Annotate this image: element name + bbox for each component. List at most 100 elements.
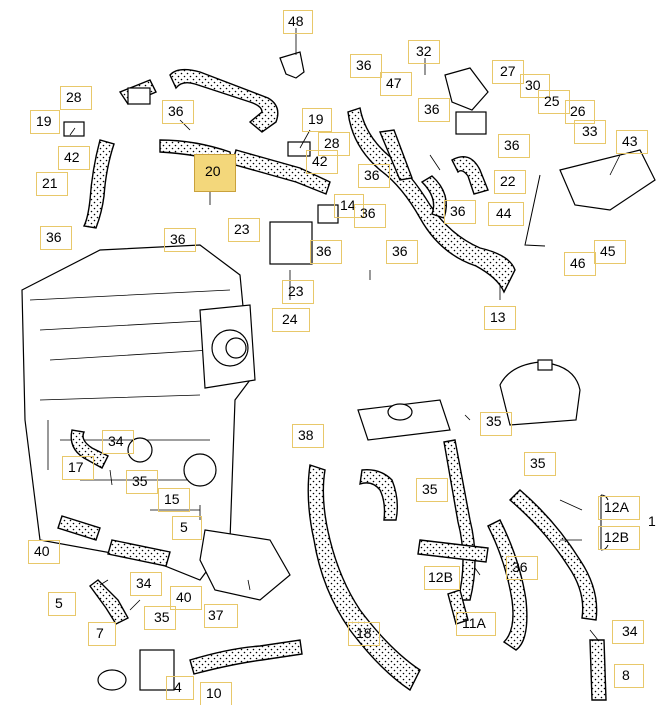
label-24: 24 [282, 311, 298, 327]
label-box [444, 200, 476, 224]
label-12B: 12B [604, 529, 629, 545]
label-36: 36 [512, 559, 528, 575]
label-4: 4 [174, 679, 182, 695]
label-box [594, 240, 626, 264]
label-box [614, 664, 644, 688]
label-13: 13 [490, 309, 506, 325]
label-7: 7 [96, 625, 104, 641]
label-12A: 12A [604, 499, 629, 515]
label-box [228, 218, 260, 242]
label-box [166, 676, 194, 700]
label-box [484, 306, 516, 330]
label-box [310, 240, 342, 264]
oring-circle [127, 437, 153, 463]
label-42: 42 [64, 149, 80, 165]
label-45: 45 [600, 243, 616, 259]
label-box [126, 470, 158, 494]
label-36: 36 [504, 137, 520, 153]
label-box [162, 100, 194, 124]
label-34: 34 [108, 433, 124, 449]
label-box [408, 40, 440, 64]
label-box [348, 622, 380, 646]
label-47: 47 [386, 75, 402, 91]
label-8: 8 [622, 667, 630, 683]
label-box [36, 172, 68, 196]
label-40: 40 [34, 543, 50, 559]
label-box [28, 540, 60, 564]
label-box [164, 228, 196, 252]
label-box [616, 130, 648, 154]
highlight-box-20 [194, 154, 236, 192]
part-14 [317, 204, 339, 224]
hose-12B [487, 519, 528, 651]
label-27: 27 [500, 63, 516, 79]
label-35: 35 [422, 481, 438, 497]
label-14: 14 [340, 197, 356, 213]
label-box [130, 572, 162, 596]
label-28: 28 [66, 89, 82, 105]
label-19: 19 [308, 111, 324, 127]
label-box [612, 620, 644, 644]
oil-cooler-cap [387, 403, 413, 421]
label-box [574, 120, 606, 144]
label-box [58, 146, 90, 170]
label-32: 32 [416, 43, 432, 59]
label-28: 28 [324, 135, 340, 151]
clip-19 [287, 141, 311, 157]
label-box [492, 60, 524, 84]
label-box [506, 556, 538, 580]
label-34: 34 [622, 623, 638, 639]
label-box [60, 86, 92, 110]
label-box [480, 412, 512, 436]
label-box [306, 150, 338, 174]
label-box [302, 108, 332, 132]
label-23: 23 [288, 283, 304, 299]
part-43 [559, 149, 656, 211]
pump-23 [269, 221, 313, 265]
label-box [283, 10, 313, 34]
label-box [488, 202, 524, 226]
label-36: 36 [424, 101, 440, 117]
label-box [62, 456, 94, 480]
throttle-inner [225, 337, 247, 359]
label-box [170, 586, 202, 610]
label-box [380, 72, 412, 96]
label-35: 35 [530, 455, 546, 471]
label-box [30, 110, 60, 134]
pipe-15 [107, 539, 171, 567]
label-1: 1 [648, 513, 656, 529]
label-box [292, 424, 324, 448]
label-36: 36 [356, 57, 372, 73]
label-box [538, 90, 570, 114]
label-36: 36 [168, 103, 184, 119]
label-46: 46 [570, 255, 586, 271]
label-34: 34 [136, 575, 152, 591]
hose-38-branch [359, 469, 399, 521]
oring-lower [97, 669, 127, 691]
hose-21 [82, 139, 115, 229]
valve-30 [455, 111, 487, 135]
label-box [418, 98, 450, 122]
label-35: 35 [154, 609, 170, 625]
hose-11 [379, 129, 413, 181]
label-26: 26 [570, 103, 586, 119]
label-43: 43 [622, 133, 638, 149]
label-box [272, 308, 310, 332]
label-36: 36 [46, 229, 62, 245]
engine-block [21, 244, 251, 581]
leader-lines-2 [47, 420, 201, 520]
label-36: 36 [450, 203, 466, 219]
engine-details [29, 289, 231, 481]
hose-12B-small [417, 539, 489, 563]
label-box [416, 478, 448, 502]
label-box [334, 194, 364, 218]
label-box [354, 204, 386, 228]
label-17: 17 [68, 459, 84, 475]
bracket-27 [444, 67, 489, 111]
label-11A: 11A [462, 615, 486, 631]
label-box [358, 164, 390, 188]
part-4 [139, 649, 175, 691]
label-5: 5 [55, 595, 63, 611]
